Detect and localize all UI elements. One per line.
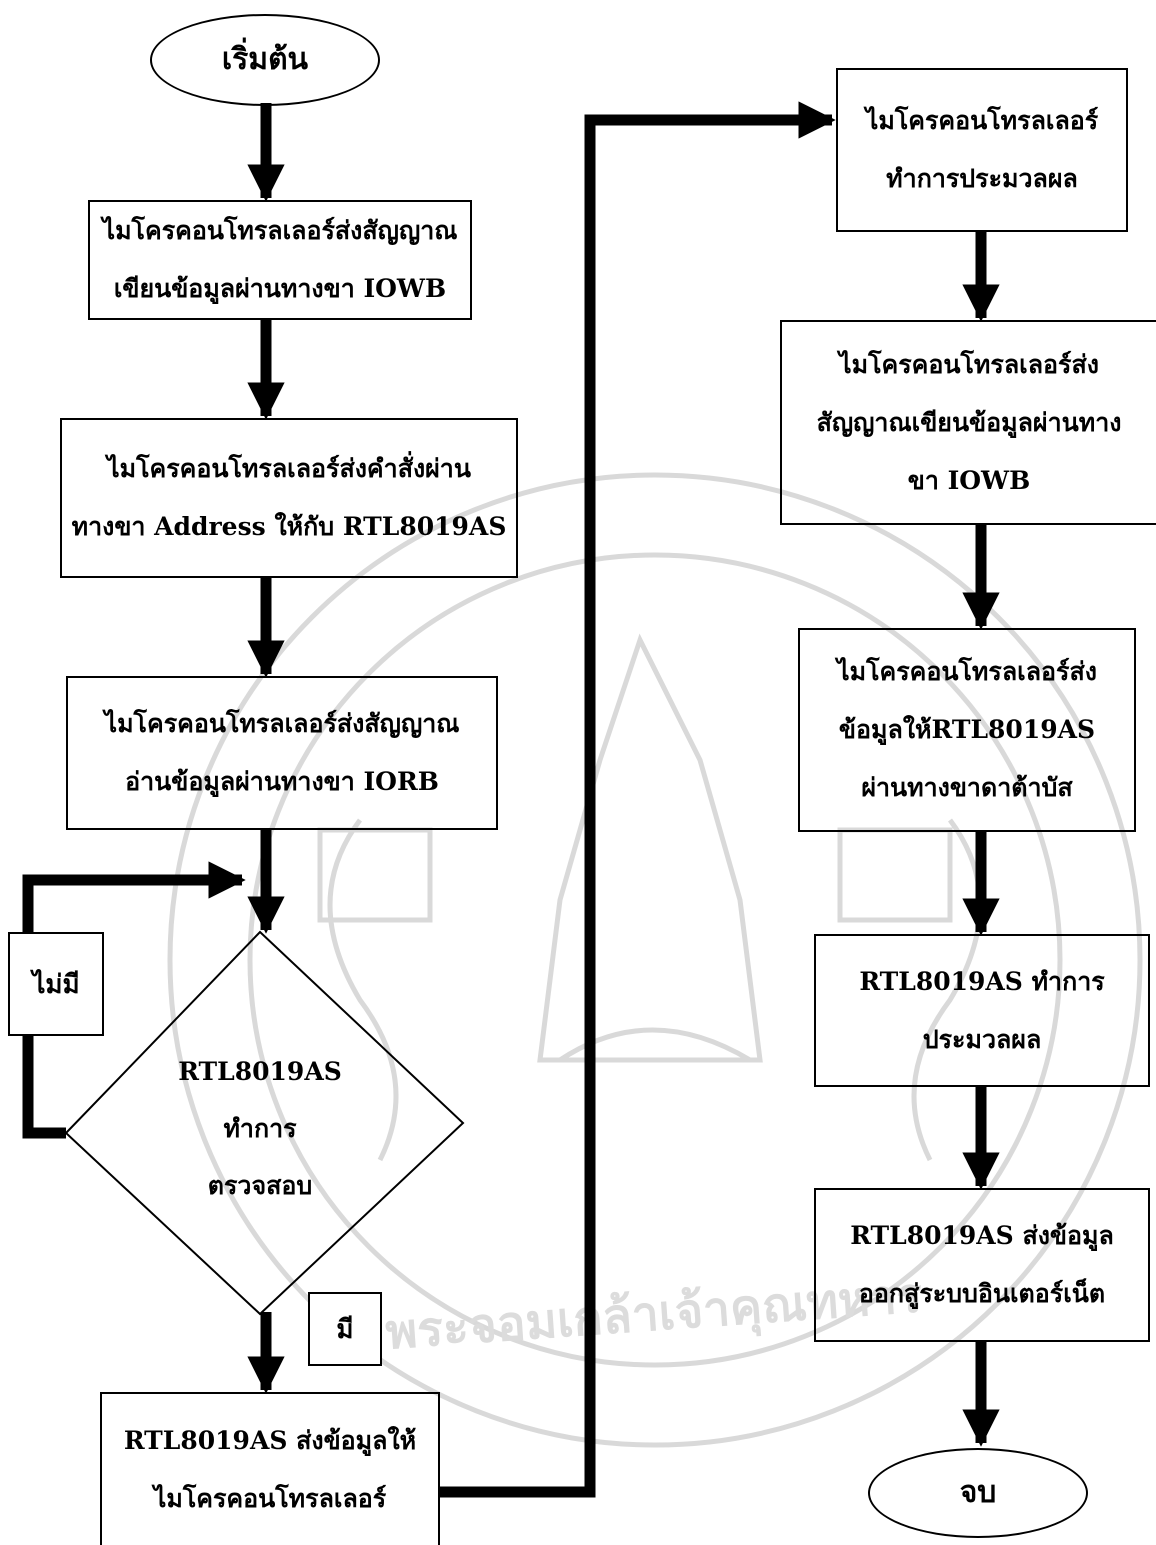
decision-line-3: ตรวจสอบ [207, 1170, 313, 1200]
process-step-4: RTL8019AS ส่งข้อมูลให้ ไมโครคอนโทรลเลอร์ [100, 1392, 440, 1545]
branch-no-label: ไม่มี [8, 932, 104, 1036]
decision-line-2: ทำการ [223, 1113, 297, 1143]
process-step-7: ไมโครคอนโทรลเลอร์ส่ง ข้อมูลให้RTL8019AS … [798, 628, 1136, 832]
decision-diamond [64, 930, 465, 1316]
step-6-line-1: ไมโครคอนโทรลเลอร์ส่ง [839, 349, 1099, 379]
process-step-2: ไมโครคอนโทรลเลอร์ส่งคำสั่งผ่าน ทางขา Add… [60, 418, 518, 578]
end-label: จบ [959, 1475, 997, 1510]
end-terminal: จบ [868, 1448, 1088, 1538]
decision-label: RTL8019AS ทำการ ตรวจสอบ [150, 1038, 370, 1218]
branch-yes-text: มี [336, 1314, 354, 1345]
process-step-1: ไมโครคอนโทรลเลอร์ส่งสัญญาณ เขียนข้อมูลผ่… [88, 200, 472, 320]
step-3-line-1: ไมโครคอนโทรลเลอร์ส่งสัญญาณ [104, 709, 460, 738]
step-4-line-1: RTL8019AS ส่งข้อมูลให้ [123, 1425, 417, 1455]
start-terminal: เริ่มต้น [150, 14, 380, 106]
branch-yes-label: มี [308, 1292, 382, 1366]
step-6-line-2: สัญญาณเขียนข้อมูลผ่านทาง [816, 407, 1122, 437]
step-2-line-1: ไมโครคอนโทรลเลอร์ส่งคำสั่งผ่าน [107, 454, 471, 483]
step-6-line-3: ขา IOWB [907, 465, 1031, 495]
step-1-line-2: เขียนข้อมูลผ่านทางขา IOWB [113, 274, 447, 303]
branch-no-text: ไม่มี [32, 969, 80, 1000]
step-1-line-1: ไมโครคอนโทรลเลอร์ส่งสัญญาณ [102, 216, 458, 245]
step-8-line-2: ประมวลผล [922, 1024, 1042, 1054]
step-8-line-1: RTL8019AS ทำการ [859, 966, 1105, 996]
start-label: เริ่มต้น [221, 42, 309, 77]
arrow-step4-to-step5 [440, 101, 836, 1498]
step-7-line-2: ข้อมูลให้RTL8019AS [838, 715, 1096, 744]
process-step-9: RTL8019AS ส่งข้อมูล ออกสู่ระบบอินเตอร์เน… [814, 1188, 1150, 1342]
step-5-line-2: ทำการประมวลผล [886, 164, 1078, 193]
decision-line-1: RTL8019AS [178, 1056, 342, 1086]
process-step-5: ไมโครคอนโทรลเลอร์ ทำการประมวลผล [836, 68, 1128, 232]
step-7-line-3: ผ่านทางขาดาต้าบัส [861, 773, 1073, 802]
step-9-line-1: RTL8019AS ส่งข้อมูล [850, 1221, 1114, 1250]
step-3-line-2: อ่านข้อมูลผ่านทางขา IORB [125, 767, 439, 796]
process-step-6: ไมโครคอนโทรลเลอร์ส่ง สัญญาณเขียนข้อมูลผ่… [780, 320, 1156, 525]
process-step-3: ไมโครคอนโทรลเลอร์ส่งสัญญาณ อ่านข้อมูลผ่า… [66, 676, 498, 830]
step-4-line-2: ไมโครคอนโทรลเลอร์ [153, 1483, 387, 1513]
process-step-8: RTL8019AS ทำการ ประมวลผล [814, 934, 1150, 1087]
step-9-line-2: ออกสู่ระบบอินเตอร์เน็ต [858, 1279, 1106, 1308]
step-5-line-1: ไมโครคอนโทรลเลอร์ [865, 106, 1099, 135]
step-7-line-1: ไมโครคอนโทรลเลอร์ส่ง [837, 657, 1097, 686]
step-2-line-2: ทางขา Address ให้กับ RTL8019AS [71, 512, 507, 541]
